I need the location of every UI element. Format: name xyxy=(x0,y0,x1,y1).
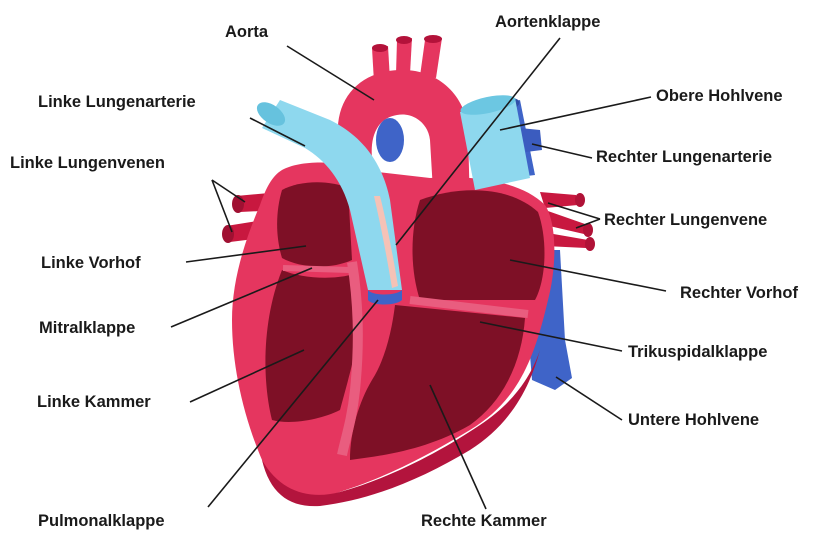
leader-obere-hohlvene xyxy=(500,97,651,130)
label-trikuspidalklappe: Trikuspidalklappe xyxy=(628,342,767,362)
label-linke-vorhof: Linke Vorhof xyxy=(41,253,141,273)
label-obere-hohlvene: Obere Hohlvene xyxy=(656,86,783,106)
leader-linke-lungenarterie xyxy=(250,118,305,146)
leader-rechte-kammer xyxy=(430,385,486,509)
label-linke-lungenarterie: Linke Lungenarterie xyxy=(38,92,196,112)
label-mitralklappe: Mitralklappe xyxy=(39,318,135,338)
label-rechter-lungenvene: Rechter Lungenvene xyxy=(604,210,767,230)
leader-linke-kammer xyxy=(190,350,304,402)
label-linke-lungenvenen: Linke Lungenvenen xyxy=(10,153,165,173)
leader-trikuspidalklappe xyxy=(480,322,622,351)
leader-aorta xyxy=(287,46,374,100)
leader-rechter-vorhof xyxy=(510,260,666,291)
leader-linke-vorhof xyxy=(186,246,306,262)
leader-linke-lungenvenen-2 xyxy=(212,180,232,232)
label-rechter-lungenarterie: Rechter Lungenarterie xyxy=(596,147,772,167)
label-rechte-kammer: Rechte Kammer xyxy=(421,511,547,531)
label-pulmonalklappe: Pulmonalklappe xyxy=(38,511,165,531)
leader-rechter-lungenvene-1 xyxy=(548,203,600,219)
label-linke-kammer: Linke Kammer xyxy=(37,392,151,412)
label-aortenklappe: Aortenklappe xyxy=(495,12,600,32)
label-aorta: Aorta xyxy=(225,22,268,42)
label-untere-hohlvene: Untere Hohlvene xyxy=(628,410,759,430)
label-rechter-vorhof: Rechter Vorhof xyxy=(680,283,798,303)
leader-aortenklappe xyxy=(396,38,560,245)
leader-mitralklappe xyxy=(171,268,312,327)
leader-pulmonalklappe xyxy=(208,300,378,507)
leader-rechter-lungenarterie xyxy=(532,144,592,158)
leader-rechter-lungenvene-2 xyxy=(576,219,600,228)
leader-untere-hohlvene xyxy=(556,377,622,420)
